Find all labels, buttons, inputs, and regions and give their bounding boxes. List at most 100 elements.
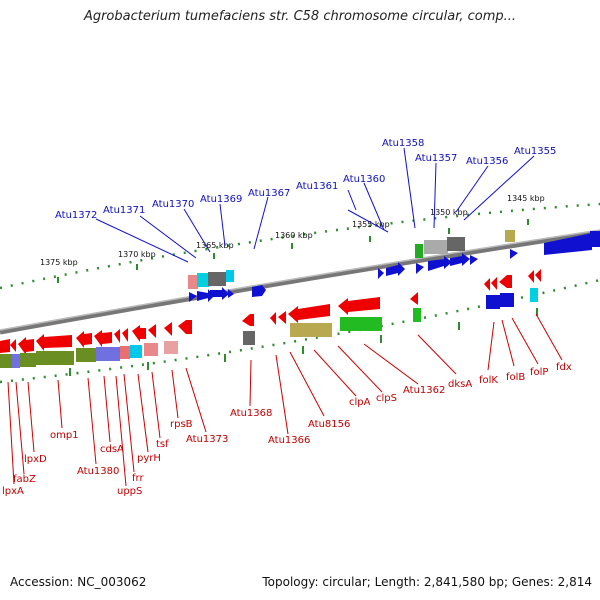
gene-arrow <box>132 325 146 342</box>
gene-arrow <box>278 311 286 324</box>
gene-block <box>226 270 234 282</box>
gene-arrow <box>410 292 418 305</box>
gene-label-top: Atu1361 <box>296 181 338 192</box>
gene-arrow <box>76 331 92 348</box>
gene-arrow <box>18 337 34 355</box>
bottom-gene-labels: lpxA fabZ lpxD omp1 Atu1380 cdsA uppS fr… <box>2 362 572 497</box>
gene-block <box>164 341 178 354</box>
gene-label-bottom: folK <box>479 375 498 386</box>
chromosome-backbone <box>0 229 600 335</box>
gene-block <box>197 273 209 287</box>
gene-block <box>500 293 514 307</box>
gene-label-bottom: rpsB <box>170 419 193 430</box>
gene-label-top: Atu1367 <box>248 188 290 199</box>
gene-arrow <box>252 285 266 297</box>
gene-block <box>243 331 255 345</box>
gene-block <box>590 231 600 247</box>
gene-block <box>424 240 448 254</box>
gene-arrow <box>36 334 72 351</box>
gene-arrow <box>544 233 592 255</box>
gene-block <box>20 353 36 367</box>
top-gene-labels: Atu1372 Atu1371 Atu1370 Atu1369 Atu1367 … <box>55 138 556 221</box>
gene-block <box>505 230 515 242</box>
gene-block <box>130 345 142 358</box>
gene-arrow <box>450 253 470 266</box>
gene-block <box>486 295 500 309</box>
genome-summary-text: Topology: circular; Length: 2,841,580 bp… <box>262 575 592 589</box>
forward-genes <box>188 230 600 302</box>
gene-label-bottom: omp1 <box>50 430 79 441</box>
reverse-genes <box>0 269 541 368</box>
gene-block <box>76 348 96 362</box>
gene-arrow <box>178 320 192 334</box>
gene-label-bottom: Atu1380 <box>77 466 119 477</box>
gene-label-bottom: cdsA <box>100 444 124 455</box>
gene-label-top: Atu1357 <box>415 153 457 164</box>
gene-block <box>447 237 465 251</box>
gene-block <box>413 308 421 322</box>
gene-arrow <box>10 339 16 352</box>
gene-arrow <box>0 339 10 353</box>
gene-label-bottom: Atu1362 <box>403 385 445 396</box>
gene-label-top: Atu1355 <box>514 146 556 157</box>
gene-arrow <box>114 329 120 343</box>
gene-arrow <box>484 278 490 291</box>
gene-block <box>208 272 226 286</box>
gene-arrow <box>510 249 518 259</box>
gene-arrow <box>338 297 380 315</box>
gene-label-bottom: Atu1368 <box>230 408 272 419</box>
gene-label-top: Atu1360 <box>343 174 385 185</box>
kbp-label: 1370 kbp <box>118 250 156 259</box>
top-leaders <box>95 147 535 263</box>
gene-label-bottom: pyrH <box>137 453 161 464</box>
gene-label-bottom: Atu1366 <box>268 435 310 446</box>
gene-arrow <box>499 275 512 288</box>
kbp-label: 1365 kbp <box>196 241 234 250</box>
gene-arrow <box>416 263 424 274</box>
accession-text: Accession: NC_003062 <box>10 575 147 589</box>
gene-label-top: Atu1358 <box>382 138 424 149</box>
gene-label-bottom: fabZ <box>13 474 36 485</box>
gene-arrow <box>528 270 534 283</box>
gene-arrow <box>270 312 276 325</box>
gene-block <box>340 317 382 331</box>
gene-arrow <box>122 328 128 342</box>
gene-label-bottom: lpxA <box>2 486 24 497</box>
gene-arrow <box>242 314 254 326</box>
gene-label-bottom: clpA <box>349 397 371 408</box>
gene-block <box>96 347 120 361</box>
gene-block <box>36 351 74 365</box>
gene-block <box>290 323 332 337</box>
gene-label-bottom: folP <box>530 367 548 378</box>
gene-label-bottom: folB <box>506 372 525 383</box>
gene-block <box>12 354 20 368</box>
gene-arrow <box>386 262 405 276</box>
gene-label-bottom: uppS <box>117 486 142 497</box>
gene-block <box>144 343 158 356</box>
gene-label-bottom: dksA <box>448 379 472 390</box>
gene-arrow <box>288 304 330 323</box>
gene-label-top: Atu1356 <box>466 156 508 167</box>
kbp-label: 1360 kbp <box>275 231 313 240</box>
upper-major-ticks <box>57 219 529 283</box>
gene-block <box>120 346 130 359</box>
gene-arrow <box>535 269 541 282</box>
gene-arrow <box>164 322 172 336</box>
gene-arrow <box>491 277 497 290</box>
kbp-label: 1375 kbp <box>40 258 78 267</box>
gene-arrow <box>470 255 478 265</box>
gene-label-bottom: Atu1373 <box>186 434 228 445</box>
gene-block <box>415 244 423 258</box>
lower-major-ticks <box>69 308 538 376</box>
gene-label-bottom: fdx <box>556 362 572 373</box>
gene-label-bottom: lpxD <box>24 454 47 465</box>
gene-label-top: Atu1372 <box>55 210 97 221</box>
gene-label-top: Atu1371 <box>103 205 145 216</box>
gene-arrow <box>94 330 112 347</box>
gene-block <box>0 354 12 368</box>
gene-arrow <box>428 256 452 271</box>
gene-arrow <box>189 292 197 302</box>
gene-label-bottom: frr <box>132 473 144 484</box>
gene-arrow <box>148 324 156 338</box>
